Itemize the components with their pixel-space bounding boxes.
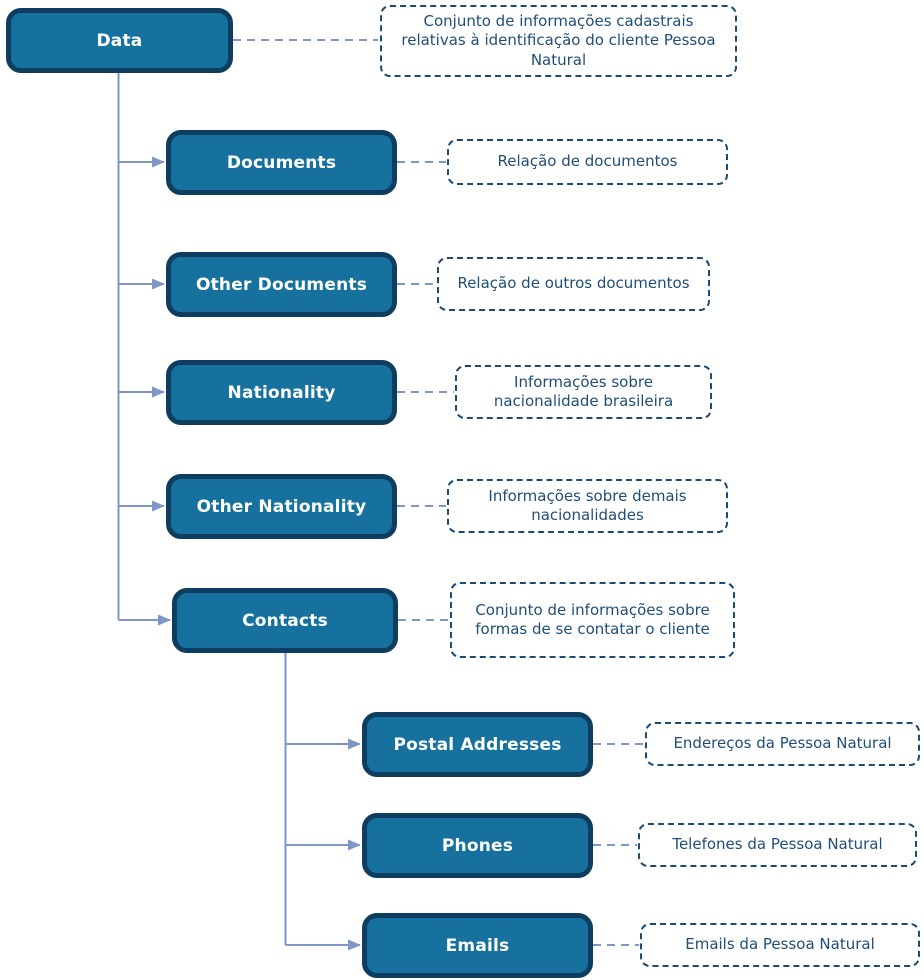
note-other-documents-text: Relação de outros documentos (457, 274, 690, 293)
node-other-documents: Other Documents (166, 252, 397, 317)
note-documents: Relação de documentos (447, 139, 728, 185)
node-nationality-label: Nationality (227, 382, 336, 403)
note-other-documents: Relação de outros documentos (437, 257, 710, 311)
node-emails-label: Emails (445, 935, 510, 956)
node-contacts-label: Contacts (242, 610, 328, 631)
node-postal-addresses: Postal Addresses (362, 712, 593, 777)
note-phones-text: Telefones da Pessoa Natural (672, 835, 883, 854)
node-data: Data (6, 8, 233, 73)
note-other-nationality-text: Informações sobre demais nacionalidades (488, 486, 687, 524)
note-emails: Emails da Pessoa Natural (640, 923, 920, 967)
note-contacts-text: Conjunto de informações sobre formas de … (475, 600, 710, 638)
note-documents-text: Relação de documentos (497, 152, 678, 171)
note-postal-addresses: Endereços da Pessoa Natural (645, 722, 920, 766)
note-nationality-text: Informações sobre nacionalidade brasilei… (493, 372, 674, 410)
node-nationality: Nationality (166, 360, 397, 425)
note-data: Conjunto de informações cadastrais relat… (380, 5, 737, 77)
note-data-text: Conjunto de informações cadastrais relat… (401, 12, 716, 69)
node-phones-label: Phones (441, 835, 514, 856)
node-documents-label: Documents (226, 152, 337, 173)
node-other-nationality: Other Nationality (166, 474, 397, 539)
note-postal-addresses-text: Endereços da Pessoa Natural (673, 734, 892, 753)
note-nationality: Informações sobre nacionalidade brasilei… (455, 365, 712, 419)
node-contacts: Contacts (172, 588, 398, 653)
node-phones: Phones (362, 813, 593, 878)
node-postal-addresses-label: Postal Addresses (393, 734, 562, 755)
node-emails: Emails (362, 913, 593, 978)
node-other-documents-label: Other Documents (195, 274, 368, 295)
node-documents: Documents (166, 130, 397, 195)
node-other-nationality-label: Other Nationality (196, 496, 367, 517)
node-data-label: Data (96, 30, 143, 51)
note-other-nationality: Informações sobre demais nacionalidades (447, 479, 728, 533)
note-contacts: Conjunto de informações sobre formas de … (450, 582, 735, 658)
note-phones: Telefones da Pessoa Natural (638, 823, 917, 867)
note-emails-text: Emails da Pessoa Natural (685, 935, 875, 954)
